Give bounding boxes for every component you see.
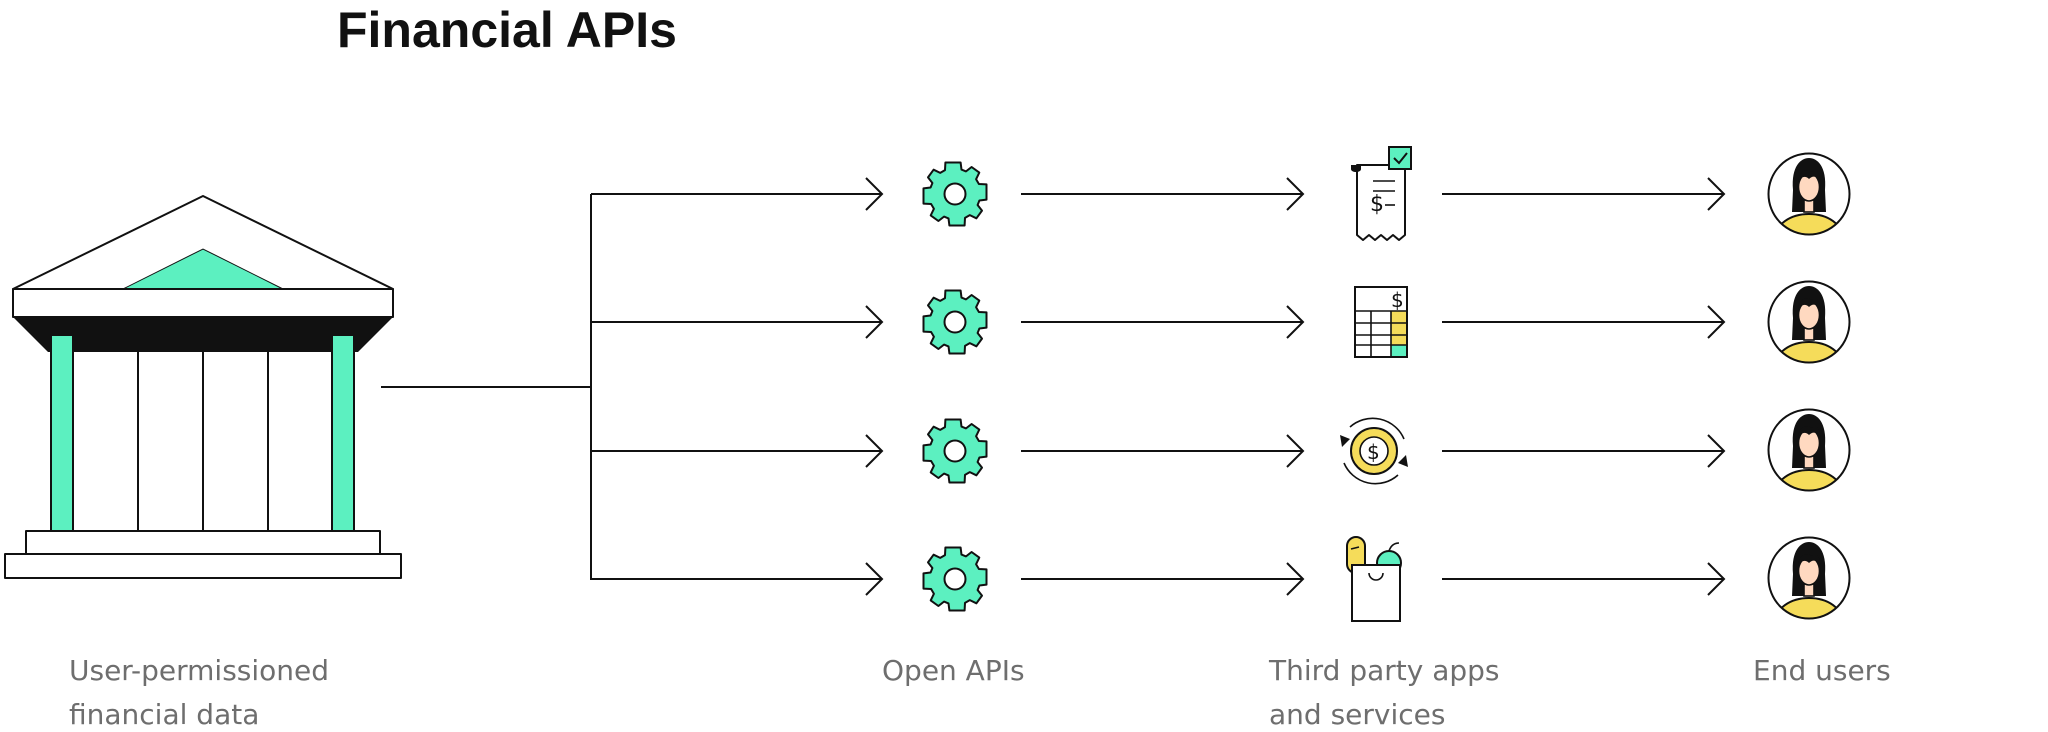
caption-third-party-apps: Third party apps and services bbox=[1268, 654, 1508, 731]
gear-icon bbox=[922, 161, 988, 227]
arrow-to-third-party-app-head bbox=[1286, 305, 1305, 339]
grocery-bag-icon bbox=[1346, 536, 1402, 622]
caption-line: Third party apps bbox=[1268, 654, 1500, 687]
arrow-to-third-party-app-head bbox=[1286, 562, 1305, 596]
gear-icon bbox=[922, 289, 988, 355]
arrow-to-end-user-head bbox=[1707, 562, 1726, 596]
arrow-to-third-party-app-head bbox=[1286, 177, 1305, 211]
user-avatar-icon bbox=[1768, 281, 1850, 390]
arrow-to-open-api-head bbox=[865, 434, 884, 468]
arrow-to-open-api-head bbox=[865, 177, 884, 211]
caption-line: Open APIs bbox=[882, 654, 1025, 687]
arrow-to-end-user-head bbox=[1707, 177, 1726, 211]
caption-line: End users bbox=[1753, 654, 1891, 687]
svg-text:$: $ bbox=[1391, 288, 1404, 312]
caption-line: User-permissioned bbox=[69, 654, 329, 687]
arrow-to-end-user-head bbox=[1707, 305, 1726, 339]
user-avatar-icon bbox=[1768, 537, 1850, 646]
caption-line: and services bbox=[1269, 698, 1445, 731]
arrow-to-third-party-app-head bbox=[1286, 434, 1305, 468]
bank-icon bbox=[4, 195, 402, 579]
user-avatar-icon bbox=[1768, 409, 1850, 518]
caption-end-users: End users bbox=[1753, 654, 1891, 687]
branch-connector bbox=[381, 194, 592, 580]
user-avatar-icon bbox=[1768, 153, 1850, 262]
caption-open-apis: Open APIs bbox=[882, 654, 1025, 687]
diagram-title: Financial APIs bbox=[337, 2, 677, 58]
gear-icon bbox=[922, 546, 988, 612]
coin-cycle-icon: $ bbox=[1340, 417, 1408, 485]
svg-text:$: $ bbox=[1370, 192, 1384, 217]
caption-user-permissioned-data: User-permissioned financial data bbox=[69, 654, 338, 731]
flow-arrows bbox=[591, 177, 1726, 596]
arrow-to-end-user-head bbox=[1707, 434, 1726, 468]
caption-line: financial data bbox=[69, 698, 259, 731]
arrow-to-open-api-head bbox=[865, 305, 884, 339]
svg-text:$: $ bbox=[1367, 440, 1380, 464]
receipt-check-icon: $ bbox=[1351, 146, 1412, 241]
spreadsheet-icon: $ bbox=[1354, 286, 1408, 358]
arrow-to-open-api-head bbox=[865, 562, 884, 596]
gear-icon bbox=[922, 418, 988, 484]
